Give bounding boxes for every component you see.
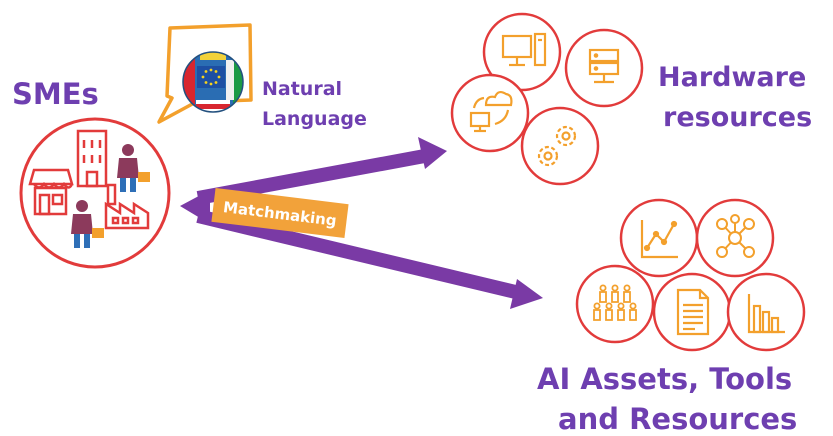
natural-language-line2: Language <box>262 108 367 130</box>
cloud-sync-icon <box>469 90 513 133</box>
office-building-icon <box>76 129 108 188</box>
desktop-computer-icon <box>501 32 547 67</box>
arrow-to-ai-assets <box>196 209 543 309</box>
arrow-to-hardware <box>196 137 447 205</box>
gears-icon <box>537 125 577 167</box>
natural-language-line1: Natural <box>262 78 342 100</box>
ai-assets-title-line1: AI Assets, Tools <box>537 362 792 396</box>
hardware-circles <box>450 12 644 186</box>
team-people-icon <box>593 284 637 321</box>
ai-assets-title-line2: and Resources <box>558 402 797 436</box>
businessperson-icon <box>71 200 104 248</box>
line-chart-icon <box>640 220 678 259</box>
shop-icon <box>28 168 74 216</box>
bar-chart-icon <box>747 294 785 334</box>
smes-title: SMEs <box>12 77 99 111</box>
server-rack-icon <box>588 48 620 84</box>
hardware-title-line2: resources <box>663 102 812 133</box>
smes-circle <box>19 117 171 269</box>
businessperson-icon <box>117 144 150 192</box>
matchmaking-box: Matchmaking <box>211 187 349 239</box>
hardware-title-line1: Hardware <box>658 62 806 93</box>
factory-icon <box>104 183 150 230</box>
network-people-icon <box>716 214 755 258</box>
arrowhead-to-smes <box>180 190 210 224</box>
document-icon <box>676 288 710 336</box>
